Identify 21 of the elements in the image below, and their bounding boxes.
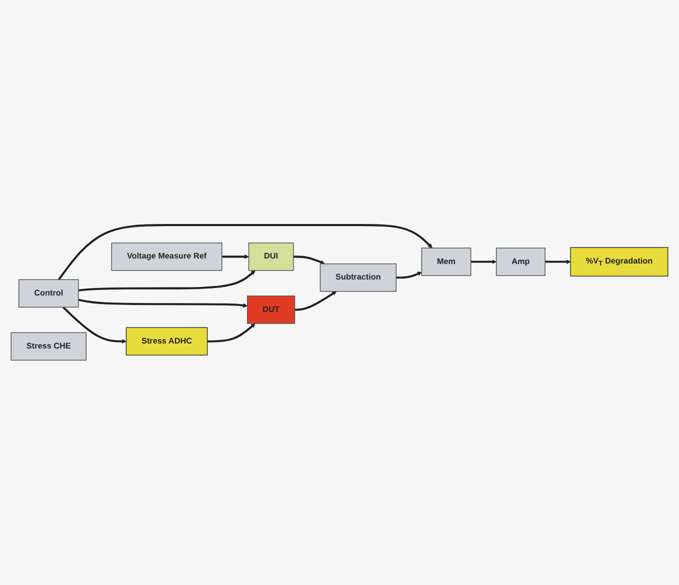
node-box: Voltage Measure Ref <box>111 242 222 271</box>
node-box: Stress CHE <box>10 332 87 360</box>
arrow <box>294 291 337 311</box>
node-box: Subtraction <box>320 263 397 292</box>
node-box: Amp <box>496 248 546 276</box>
node-box: DUI <box>248 242 294 271</box>
node-box: Control <box>18 279 79 308</box>
arrow <box>396 272 422 278</box>
node-box: %V$_{T}$ Degradation <box>570 246 668 276</box>
arrow <box>470 259 497 264</box>
arrow <box>293 256 325 264</box>
arrow <box>78 270 256 292</box>
node-box: Stress ADHC <box>126 327 208 356</box>
arrow <box>62 306 126 344</box>
node-box: DUT <box>247 295 296 324</box>
arrow <box>545 259 571 264</box>
arrow <box>58 224 432 280</box>
node-box: Mem <box>421 248 472 276</box>
arrow <box>222 254 249 259</box>
arrow <box>78 298 248 308</box>
arrow <box>207 323 256 342</box>
